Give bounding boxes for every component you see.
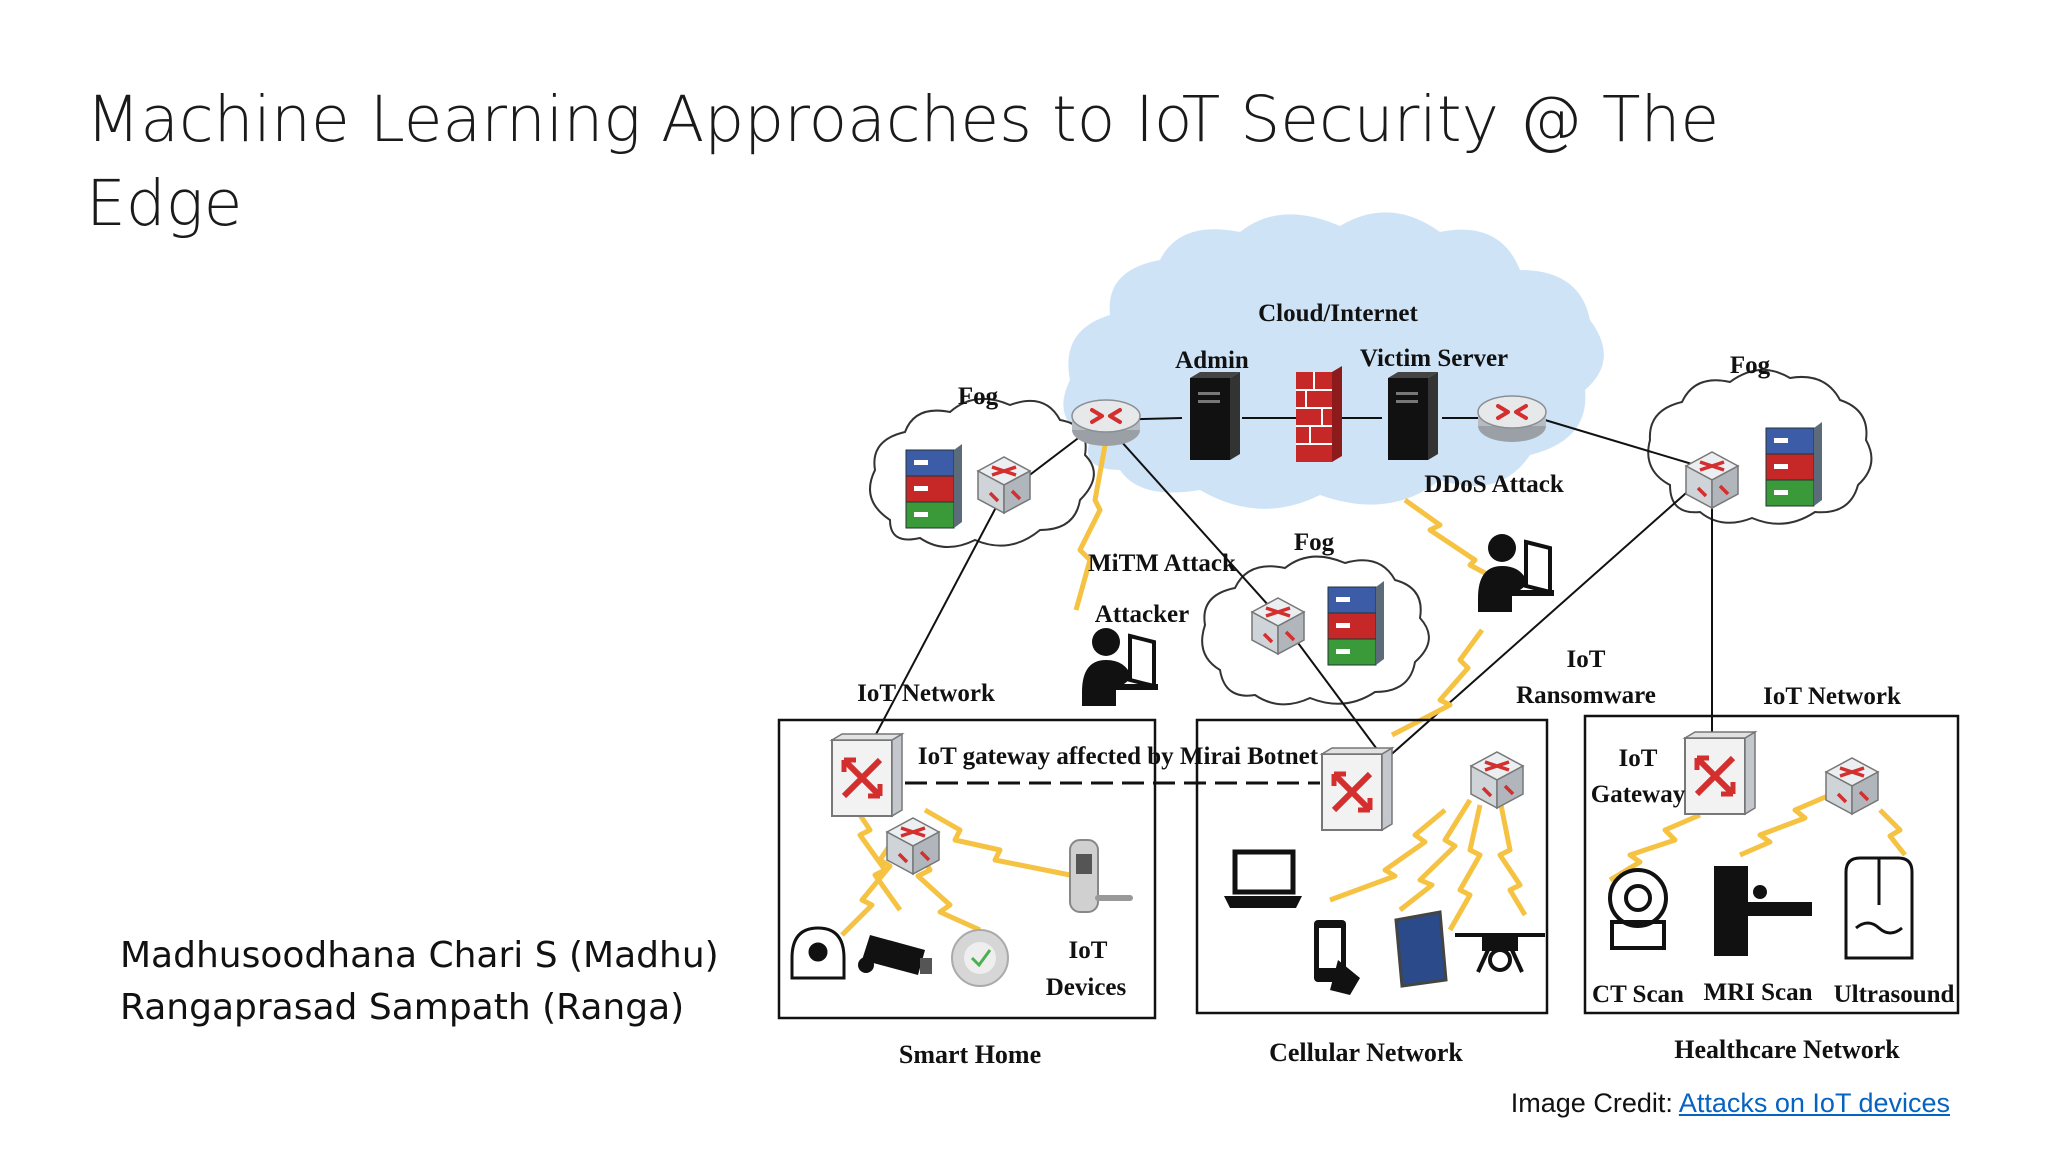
fog-left-label: Fog [958,383,999,410]
mri-scanner-icon [1714,866,1812,956]
author-line: Rangaprasad Sampath (Ranga) [120,987,685,1028]
fog-center-label: Fog [1294,529,1335,556]
cloud-internet [1063,212,1604,509]
fog-right-label: Fog [1730,352,1771,379]
admin-server-icon [1190,372,1240,460]
fog-center-server-icon [1327,580,1385,666]
cellular-switch-icon [1469,750,1525,810]
ct-scan-label: CT Scan [1592,981,1684,1008]
healthcare-gateway-icon [1685,732,1755,814]
fog-right-server-icon [1765,421,1823,507]
fog-left-server-icon [905,443,963,529]
fog-right-cloud [1647,368,1873,525]
mri-scan-label: MRI Scan [1703,979,1812,1006]
smartphone-icon [1314,920,1360,995]
credit-prefix: Image Credit: [1510,1088,1679,1118]
healthcare-network-caption: Healthcare Network [1674,1035,1900,1064]
smart-home-box [777,718,1157,1020]
firewall-icon [1296,366,1342,462]
cellular-gateway-icon [1322,748,1392,830]
iot-gateway-label-line1: IoT [1619,745,1658,772]
smart-home-caption: Smart Home [899,1040,1041,1069]
wireless-bolts [840,439,1907,937]
healthcare-network-box [1583,714,1960,1015]
ransomware-label-line1: IoT [1567,646,1606,673]
author-line: Madhusoodhana Chari S (Madhu) [120,935,719,976]
smart-home-switch-icon [885,816,941,876]
mirai-botnet-label: IoT gateway affected by Mirai Botnet [918,743,1319,770]
router-left-icon [1070,398,1142,448]
door-lock-icon [1069,839,1133,913]
tablet-icon [1394,910,1448,988]
ultrasound-label: Ultrasound [1834,981,1955,1008]
ultrasound-icon [1844,856,1914,960]
attacker-ddos-icon [1476,532,1556,614]
ddos-attack-label: DDoS Attack [1424,471,1564,498]
attacker-label: Attacker [1095,601,1189,628]
authors-block: Madhusoodhana Chari S (Madhu) Rangaprasa… [120,930,719,1034]
image-credit: Image Credit: Attacks on IoT devices [1511,1088,1950,1119]
slide-title: Machine Learning Approaches to IoT Secur… [86,83,1720,240]
admin-label: Admin [1175,347,1249,374]
mitm-attack-label: MiTM Attack [1088,550,1236,577]
fog-center-cloud [1201,555,1430,706]
router-right-icon [1476,394,1548,444]
smart-home-gateway-icon [832,734,902,816]
iot-network-left-label: IoT Network [857,680,995,707]
ransomware-label-line2: Ransomware [1516,682,1656,709]
security-camera-icon [858,935,932,975]
iot-devices-label-line1: IoT [1069,937,1108,964]
iot-network-right-label: IoT Network [1763,683,1901,710]
iot-gateway-label-line2: Gateway [1591,781,1686,808]
cellular-network-caption: Cellular Network [1269,1038,1463,1067]
victim-server-icon [1388,372,1438,460]
healthcare-switch-icon [1824,756,1880,816]
drone-icon [1455,933,1545,973]
dome-camera-icon [790,926,846,980]
ct-scanner-icon [1608,868,1668,950]
attacker-mitm-icon [1080,626,1160,708]
iot-devices-label-line2: Devices [1046,974,1127,1001]
cellular-network-box [1195,718,1549,1015]
smart-lock-icon [951,929,1009,987]
laptop-icon [1224,849,1302,908]
credit-link[interactable]: Attacks on IoT devices [1678,1088,1950,1118]
cloud-label: Cloud/Internet [1258,300,1418,327]
victim-server-label: Victim Server [1360,345,1508,372]
